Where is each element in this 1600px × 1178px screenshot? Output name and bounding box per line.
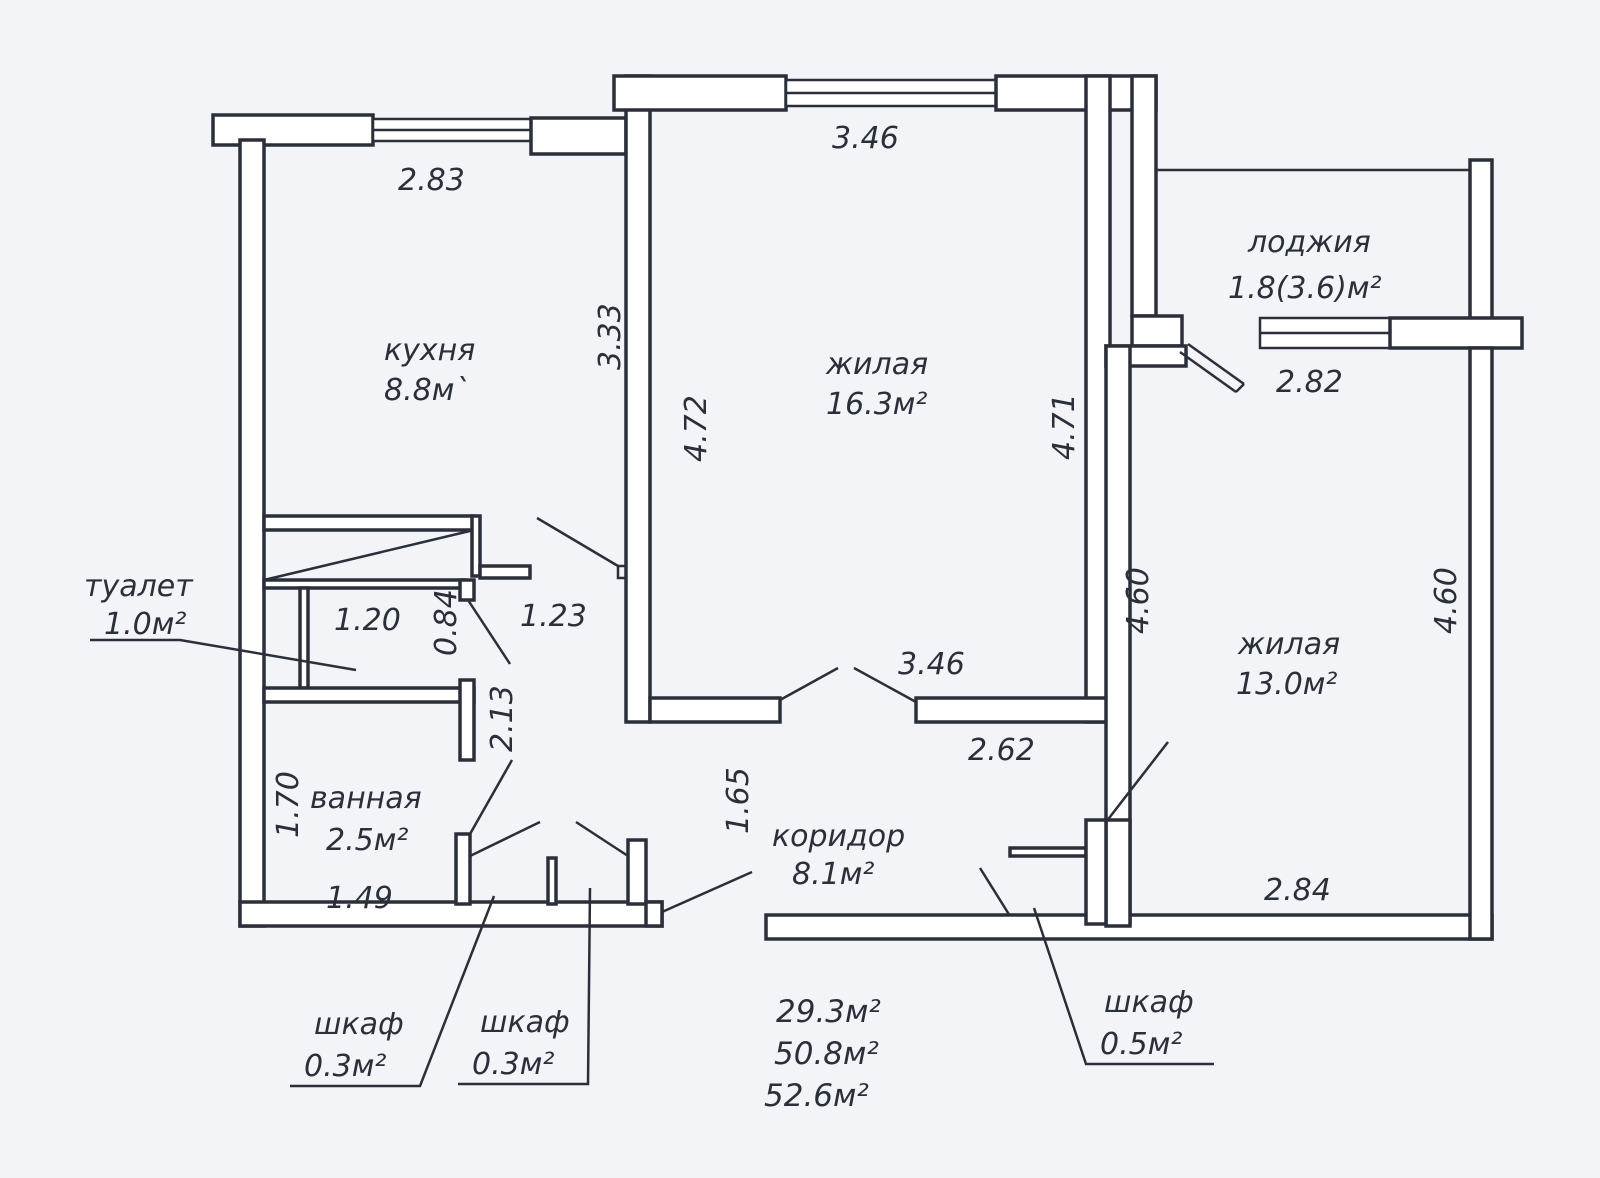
dim-corridor-top: 2.62: [968, 733, 1035, 768]
labels: 2.83 кухня 8.8м` 3.33 3.46 жилая 16.3м² …: [84, 121, 1464, 1114]
wall-closet-divider: [546, 856, 558, 906]
doors: [466, 342, 1245, 917]
door-closet-1: [469, 820, 541, 858]
dim-bath-width: 1.49: [326, 881, 393, 916]
dim-toilet-depth: 0.84: [429, 589, 464, 656]
wall-toilet-top: [262, 514, 476, 532]
wall-toilet-right-post: [470, 514, 482, 578]
walls: [211, 74, 1524, 941]
dim-hall-width: 1.23: [520, 599, 587, 634]
wall-left: [238, 138, 266, 928]
wall-toilet-divider: [298, 586, 310, 690]
room-loggia-area: 1.8(3.6)м²: [1228, 271, 1382, 306]
wall-kitchen-top-left: [211, 113, 375, 147]
dim-loggia-width: 2.82: [1276, 365, 1343, 400]
dim-living-large-top: 3.46: [832, 121, 899, 156]
door-toilet: [466, 599, 512, 665]
total-living-area: 29.3м²: [776, 994, 881, 1030]
room-living-large-area: 16.3м²: [826, 387, 927, 422]
total-area-with-loggia: 52.6м²: [764, 1078, 869, 1114]
dim-living-large-bottom: 3.46: [898, 647, 965, 682]
leader-toilet: [90, 638, 357, 672]
room-loggia-name: лоджия: [1247, 225, 1371, 260]
wall-bath-right-post: [458, 678, 476, 762]
door-entrance: [661, 870, 753, 914]
room-toilet-area: 1.0м²: [104, 607, 186, 642]
dim-kitchen-depth: 3.33: [593, 303, 628, 370]
wall-bath-top: [262, 686, 476, 704]
dim-living-small-bottom: 2.84: [1264, 873, 1331, 908]
wall-living-small-right: [1468, 346, 1494, 941]
room-living-small-area: 13.0м²: [1236, 667, 1337, 702]
wall-toilet-stub: [478, 564, 532, 580]
dim-corridor-height: 1.65: [721, 767, 756, 834]
dim-hall-depth: 2.13: [485, 685, 520, 752]
door-living-left: [779, 666, 839, 702]
wall-bottom-left: [238, 900, 664, 928]
door-closet-2: [575, 820, 629, 858]
dim-living-large-right: 4.71: [1047, 393, 1082, 460]
wall-living-small-door-jamb: [1104, 818, 1132, 928]
leader-closet-1: [290, 895, 496, 1088]
leader-closet-3: [1032, 907, 1214, 1066]
wall-kitchen-living: [624, 74, 652, 724]
dim-living-large-left: 4.72: [679, 395, 714, 462]
dim-living-small-left: 4.60: [1121, 567, 1156, 634]
wall-living-bottom-left: [648, 696, 782, 724]
door-living-right: [853, 666, 917, 704]
wall-living-top-left: [612, 74, 788, 112]
room-closet-2-area: 0.3м²: [472, 1047, 554, 1082]
room-living-small-name: жилая: [1237, 627, 1340, 662]
door-bath: [468, 759, 514, 835]
dim-living-small-right: 4.60: [1429, 567, 1464, 634]
room-closet-1-name: шкаф: [314, 1007, 404, 1042]
room-closet-3-area: 0.5м²: [1100, 1027, 1182, 1062]
wall-toilet-inner: [262, 578, 466, 590]
door-kitchen: [536, 516, 619, 568]
wall-closet-3-side: [1084, 818, 1108, 926]
wall-closet-right: [626, 838, 648, 906]
leader-closet-2: [458, 887, 592, 1086]
door-loggia: [1187, 342, 1245, 386]
room-corridor-area: 8.1м²: [792, 857, 874, 892]
room-closet-1-area: 0.3м²: [304, 1049, 386, 1084]
dim-toilet-width: 1.20: [334, 603, 401, 638]
room-corridor-name: коридор: [772, 819, 905, 854]
leader-lines: [90, 638, 1214, 1088]
room-closet-3-name: шкаф: [1104, 985, 1194, 1020]
door-closet-3: [978, 867, 1012, 917]
wall-kitchen-top-right: [529, 116, 628, 156]
wall-loggia-corner: [1130, 314, 1184, 348]
dim-kitchen-width: 2.83: [398, 163, 465, 198]
total-area: 50.8м²: [774, 1036, 879, 1072]
wall-loggia-left: [1130, 74, 1158, 318]
room-closet-2-name: шкаф: [480, 1005, 570, 1040]
door-living-small: [1105, 741, 1169, 823]
room-living-large-name: жилая: [825, 347, 928, 382]
wall-closet-3-top: [1008, 846, 1088, 858]
room-toilet-name: туалет: [84, 569, 194, 604]
wall-living-bottom-right: [914, 696, 1112, 724]
dim-bath-height: 1.70: [271, 771, 306, 838]
room-bathroom-area: 2.5м²: [326, 823, 408, 858]
wall-loggia-bottom-right: [1388, 316, 1524, 350]
room-kitchen-area: 8.8м`: [384, 373, 469, 408]
room-bathroom-name: ванная: [310, 781, 422, 816]
wall-loggia-right: [1468, 158, 1494, 322]
room-kitchen-name: кухня: [384, 333, 475, 368]
wall-closet-left: [454, 832, 472, 906]
